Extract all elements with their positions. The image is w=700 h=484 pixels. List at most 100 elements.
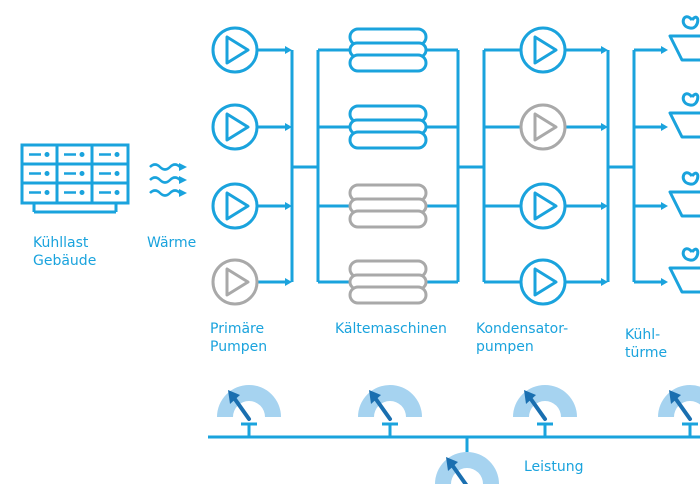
cooling-tower-4 <box>668 247 700 294</box>
flow-arrow <box>285 278 292 286</box>
gauge-needle-head <box>228 390 240 404</box>
condenser-pumps-label-line1: Kondensator- <box>476 321 569 337</box>
chillers-power-gauge <box>358 385 422 421</box>
tower-body <box>668 190 700 218</box>
heat-wave-arrow <box>179 163 187 171</box>
condenser-pump-3 <box>519 182 567 230</box>
cooling-towers-power-gauge <box>658 385 700 421</box>
chiller-coil-bottom <box>348 209 428 229</box>
pump-arrow-icon <box>533 112 558 142</box>
gauge-needle-head <box>524 390 536 404</box>
tower-fan-icon <box>681 92 700 107</box>
primary-pump-3 <box>211 182 259 230</box>
chiller-4 <box>348 259 428 305</box>
flow-arrow <box>285 123 292 131</box>
building-icon <box>20 143 130 214</box>
primary-pumps-label-line2: Pumpen <box>210 339 268 355</box>
pump-arrow-icon <box>533 267 558 297</box>
power-label: Leistung <box>524 459 584 475</box>
building-panel-led <box>79 152 85 157</box>
pump-circle <box>211 26 259 74</box>
cooling-tower-1 <box>668 15 700 62</box>
building-panel-led <box>114 190 120 195</box>
heat-wave <box>149 176 181 184</box>
pump-arrow-icon <box>225 267 250 297</box>
pump-arrow-icon <box>225 35 250 65</box>
pipe-network <box>257 46 668 286</box>
building-panel-led <box>114 152 120 157</box>
heat-wave-arrow <box>179 176 187 184</box>
cooling-towers-label-line1: Kühl- <box>625 327 661 343</box>
flow-arrow <box>285 46 292 54</box>
gauge-arc <box>358 385 422 417</box>
primary-pump-1 <box>211 26 259 74</box>
primary-pump-2 <box>211 103 259 151</box>
flow-arrow <box>601 278 608 286</box>
flow-arrow <box>285 202 292 210</box>
tower-body <box>668 111 700 139</box>
heat-waves-icon <box>149 163 187 197</box>
heat-wave-arrow <box>179 189 187 197</box>
chiller-1 <box>348 27 428 73</box>
gauge-arc <box>435 452 499 484</box>
flow-arrow <box>601 202 608 210</box>
pump-circle <box>519 103 567 151</box>
pump-circle <box>519 182 567 230</box>
primary-pumps-power-gauge <box>217 385 281 421</box>
tower-fan-icon <box>681 171 700 186</box>
building-panel-led <box>79 171 85 176</box>
flow-arrow <box>601 46 608 54</box>
building-panel-led <box>44 190 50 195</box>
condenser-pumps-power-gauge <box>513 385 577 421</box>
heat-wave <box>149 189 181 197</box>
gauge-needle-head <box>446 457 458 471</box>
cooling-tower-3 <box>668 171 700 218</box>
pump-circle <box>519 26 567 74</box>
condenser-pumps-label-line2: pumpen <box>476 339 534 355</box>
pump-circle <box>519 258 567 306</box>
cooling-towers-label-line2: türme <box>625 345 668 361</box>
tower-body <box>668 34 700 62</box>
pump-arrow-icon <box>533 35 558 65</box>
condenser-pump-4 <box>519 258 567 306</box>
building-load-label: Kühllast Gebäude <box>33 234 96 270</box>
flow-arrow <box>661 202 668 210</box>
pump-circle <box>211 258 259 306</box>
flow-arrow <box>601 123 608 131</box>
gauge-arc <box>217 385 281 417</box>
heat-label: Wärme <box>147 235 197 251</box>
condenser-pump-1 <box>519 26 567 74</box>
chiller-coil-bottom <box>348 130 428 150</box>
pump-circle <box>211 103 259 151</box>
tower-body <box>668 266 700 294</box>
chillers-label: Kältemaschinen <box>335 321 447 337</box>
primary-pumps-label: Primäre Pumpen <box>210 320 267 356</box>
building-panel-led <box>114 171 120 176</box>
heat-wave <box>149 163 181 171</box>
pump-arrow-icon <box>225 191 250 221</box>
building-load-label-line2: Gebäude <box>33 253 97 269</box>
pump-arrow-icon <box>533 191 558 221</box>
cooling-tower-2 <box>668 92 700 139</box>
flow-arrow <box>661 123 668 131</box>
primary-pumps-label-line1: Primäre <box>210 321 265 337</box>
tower-fan-icon <box>681 247 700 262</box>
chiller-2 <box>348 104 428 150</box>
condenser-pumps-label: Kondensator- pumpen <box>476 320 568 356</box>
equipment-units <box>211 15 700 306</box>
building-panel-led <box>44 152 50 157</box>
building-panel-led <box>79 190 85 195</box>
primary-pump-4 <box>211 258 259 306</box>
total-power-gauge <box>435 452 499 484</box>
cooling-towers-label: Kühl- türme <box>625 326 667 362</box>
pump-arrow-icon <box>225 112 250 142</box>
flow-arrow <box>661 46 668 54</box>
tower-fan-icon <box>681 15 700 30</box>
power-gauges <box>208 385 700 484</box>
building-panel-led <box>44 171 50 176</box>
gauge-needle-head <box>669 390 681 404</box>
chiller-coil-bottom <box>348 285 428 305</box>
condenser-pump-2 <box>519 103 567 151</box>
gauge-arc <box>513 385 577 417</box>
